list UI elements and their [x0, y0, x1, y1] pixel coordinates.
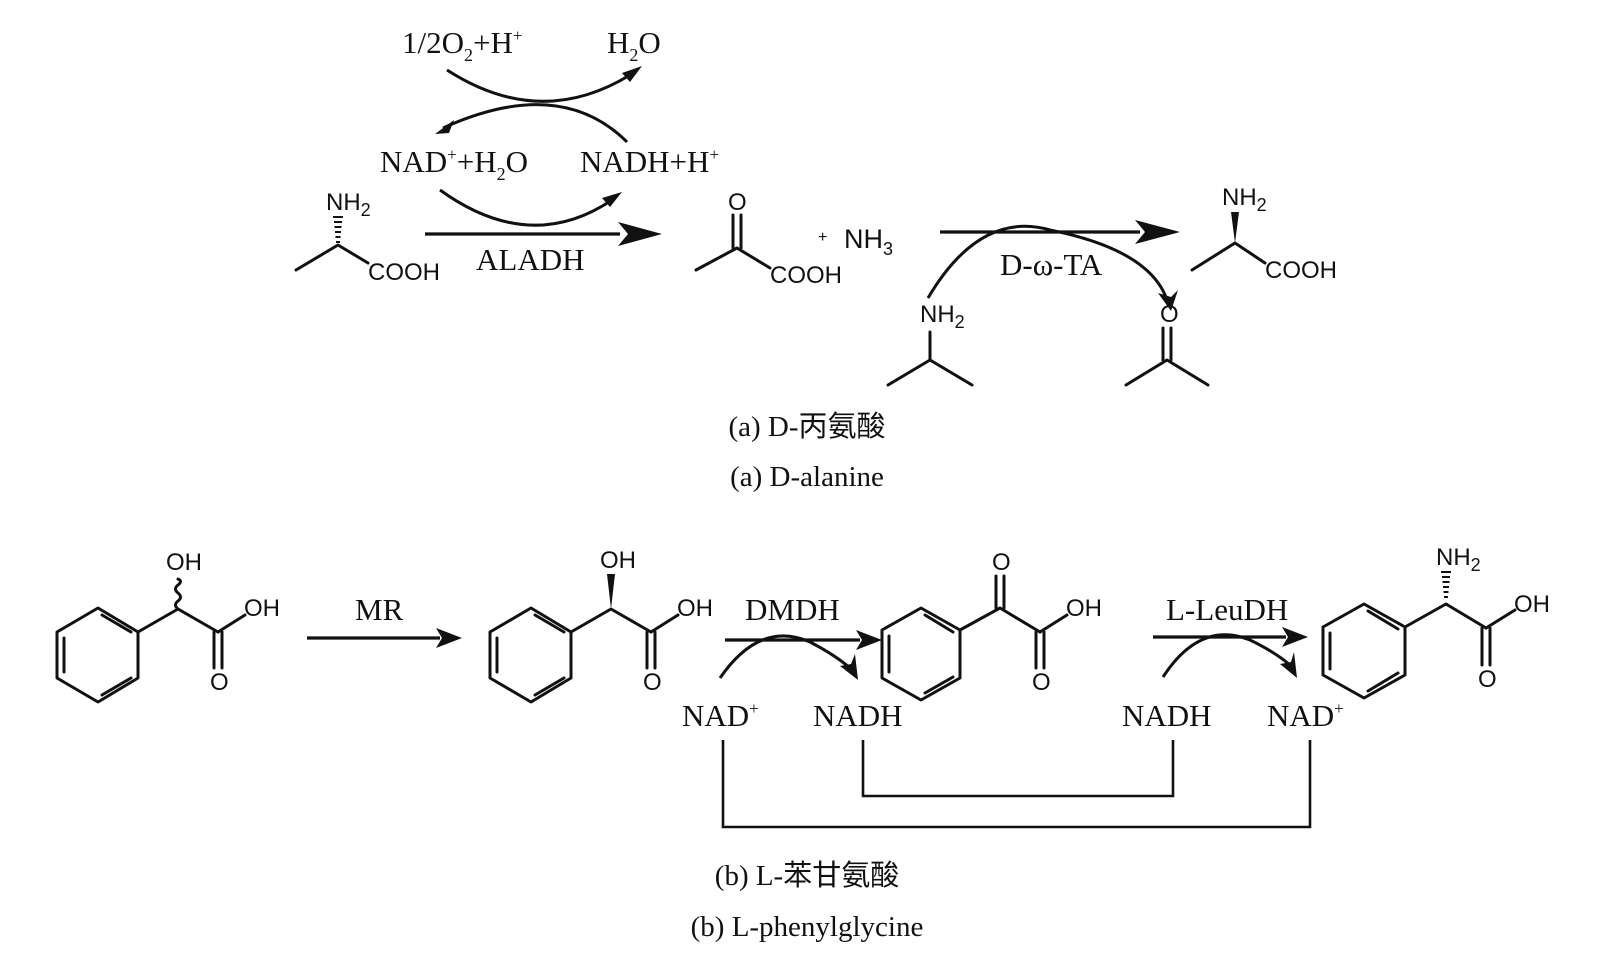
pyruvate-structure: O COOH	[694, 189, 842, 289]
ammonia-label: NH3	[844, 224, 893, 259]
caption-a-english: (a) D-alanine	[730, 461, 884, 493]
r-mandelic-acid-structure: OH OH O	[488, 547, 713, 704]
regeneration-curve-arrow	[442, 103, 629, 144]
solid-wedge-bond	[1231, 212, 1239, 243]
carboxyl-label: COOH	[770, 262, 842, 289]
isopropylamine-structure: NH2	[886, 301, 974, 387]
hashed-wedge-bond	[333, 216, 343, 243]
enzyme-label-mr: MR	[355, 592, 404, 627]
arrowhead-icon	[1135, 220, 1180, 244]
benzene-ring	[488, 606, 573, 704]
enzyme-label-dmdh: DMDH	[745, 592, 840, 627]
carbonyl-oxygen-label: O	[1478, 666, 1497, 693]
cofactor-curve	[718, 634, 851, 679]
enzyme-label-transaminase: D-ω-TA	[1000, 247, 1103, 282]
arrowhead-icon	[436, 628, 462, 648]
nadh-label: NADH+H+	[580, 144, 719, 179]
benzene-ring	[55, 606, 140, 704]
carbon-chain-bond	[1124, 358, 1210, 387]
amine-group-label: NH2	[1436, 544, 1481, 575]
reduction-curve-arrow	[439, 188, 613, 227]
amine-group-label: NH2	[920, 301, 965, 332]
enzyme-label-leudh: L-LeuDH	[1166, 592, 1288, 627]
plus-sign: +	[818, 229, 827, 246]
cofactor-cycle: 1/2O2+H+ H2O NAD++H2O NADH+H+	[380, 25, 719, 227]
amine-transfer-curve	[926, 224, 1169, 301]
keto-oxygen-label: O	[728, 189, 747, 216]
hydroxyl-label: OH	[244, 595, 280, 622]
panel-a: 1/2O2+H+ H2O NAD++H2O NADH+H+ NH2	[294, 25, 1337, 493]
oxygen-label: 1/2O2+H+	[402, 25, 522, 65]
arrowhead-icon	[840, 654, 858, 680]
hydroxyl-label: OH	[1514, 591, 1550, 618]
panel-b: OH OH O MR OH OH O	[55, 544, 1550, 943]
carbon-chain-bond	[294, 243, 370, 272]
arrowhead-icon	[1158, 290, 1178, 311]
mr-reaction-arrow: MR	[307, 592, 462, 648]
carbon-chain-bond	[886, 358, 974, 387]
cofactor-nad-plus-left: NAD+	[682, 698, 759, 733]
benzoylformic-acid-structure: O OH O	[880, 549, 1102, 702]
wavy-bond	[174, 577, 182, 611]
arrowhead-icon	[622, 66, 642, 82]
arrowhead-icon	[618, 222, 662, 246]
arrowhead-icon	[602, 192, 622, 207]
water-label: H2O	[607, 25, 661, 65]
arrowhead-icon	[435, 120, 454, 134]
benzene-ring	[880, 606, 962, 702]
racemic-mandelic-acid-structure: OH OH O	[55, 549, 280, 704]
caption-b-chinese: (b) L-苯甘氨酸	[715, 859, 899, 892]
keto-oxygen-label: O	[1160, 301, 1179, 328]
transaminase-reaction-arrow: D-ω-TA	[926, 220, 1180, 311]
aladh-reaction-arrow: ALADH	[425, 222, 662, 277]
cofactor-curve	[1161, 633, 1291, 678]
l-alanine-structure: NH2 COOH	[294, 189, 440, 286]
leudh-reaction-arrow: L-LeuDH	[1153, 592, 1308, 678]
hydroxyl-label: OH	[166, 549, 202, 576]
l-phenylglycine-structure: NH2 OH O	[1321, 544, 1550, 700]
acetone-structure: O	[1124, 301, 1210, 387]
carbon-chain-bond	[1190, 241, 1267, 272]
dmdh-reaction-arrow: DMDH	[718, 592, 882, 680]
cofactor-nad-plus-right: NAD+	[1267, 698, 1344, 733]
d-alanine-structure: NH2 COOH	[1190, 184, 1337, 284]
caption-a-chinese: (a) D-丙氨酸	[728, 410, 885, 443]
arrowhead-icon	[1282, 627, 1308, 647]
carbonyl-oxygen-label: O	[643, 669, 662, 696]
arrowhead-icon	[856, 630, 882, 650]
amine-group-label: NH2	[1222, 184, 1267, 215]
carbonyl-oxygen-label: O	[210, 669, 229, 696]
nad-recycle-connector	[721, 740, 1312, 829]
benzene-ring	[1321, 602, 1407, 700]
carbonyl-oxygen-label: O	[1032, 669, 1051, 696]
cofactor-nadh-right: NADH	[1122, 698, 1212, 733]
keto-oxygen-label: O	[992, 549, 1011, 576]
cofactor-nadh-left: NADH	[813, 698, 903, 733]
carboxyl-label: COOH	[1265, 257, 1337, 284]
solid-wedge-bond	[607, 574, 615, 609]
amine-group-label: NH2	[326, 189, 371, 220]
arrowhead-icon	[1280, 652, 1297, 678]
hydroxyl-label: OH	[600, 547, 636, 574]
hydroxyl-label: OH	[1066, 595, 1102, 622]
enzyme-label-aladh: ALADH	[476, 242, 585, 277]
hashed-wedge-bond	[1441, 571, 1451, 598]
hydroxyl-label: OH	[677, 595, 713, 622]
oxidation-curve-arrow	[446, 68, 631, 103]
nadh-recycle-connector	[861, 740, 1175, 798]
nad-plus-label: NAD++H2O	[380, 144, 528, 184]
carbon-chain-bond	[694, 246, 772, 272]
caption-b-english: (b) L-phenylglycine	[691, 911, 924, 943]
carboxyl-label: COOH	[368, 259, 440, 286]
